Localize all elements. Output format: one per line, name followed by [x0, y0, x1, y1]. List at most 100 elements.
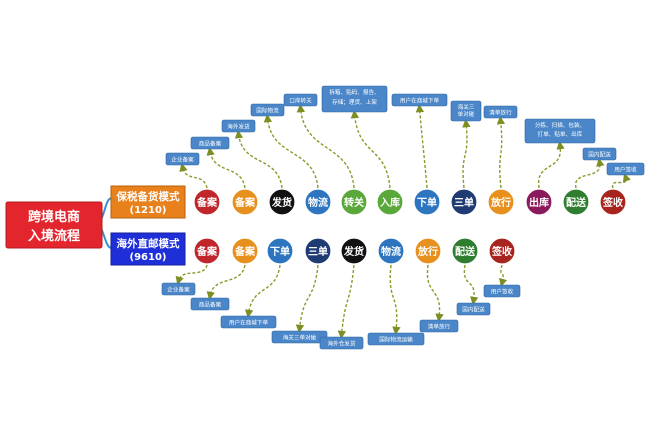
direct-step-circle [340, 237, 368, 265]
direct-step-1: 备案 [193, 237, 221, 265]
bonded-step-label: 签收 [602, 196, 623, 209]
direct-step-circle [231, 237, 259, 265]
bonded-note-3: 海外发货 [221, 119, 256, 133]
direct-step-circle [266, 237, 294, 265]
bonded-note-box [221, 119, 256, 133]
direct-step-4: 三单 [304, 237, 332, 265]
direct-note-connector-4 [295, 264, 319, 334]
bonded-step-circle [376, 188, 404, 216]
bonded-note-12: 用户签收 [606, 162, 645, 176]
bonded-note-connector-7 [415, 103, 428, 189]
bonded-note-4: 国际物流 [250, 103, 285, 117]
bonded-step-circle [268, 188, 296, 216]
bonded-note-11: 国内配送 [582, 147, 617, 161]
bonded-note-text: 商品备案 [199, 140, 222, 148]
direct-step-label: 三单 [308, 245, 328, 258]
direct-note-box [161, 282, 196, 296]
direct-note-8: 国内配送 [456, 302, 491, 316]
direct-note-text: 清单放行 [428, 323, 451, 331]
direct-note-text: 国际物流运输 [379, 336, 413, 344]
bonded-step-circle [599, 188, 627, 216]
root-title-line1: 跨境电商 [28, 209, 80, 225]
direct-step-9: 签收 [488, 237, 516, 265]
bonded-step-3: 发货 [268, 188, 296, 216]
bonded-note-box [606, 162, 645, 176]
direct-step-3: 下单 [266, 237, 294, 265]
direct-mail-mode-code: (9610) [130, 252, 167, 263]
bonded-step-label: 出库 [529, 196, 549, 209]
bonded-note-text: 海关三 [458, 103, 475, 111]
direct-mail-mode-node: 海外直邮模式 (9610) [110, 232, 186, 266]
bonded-note-text: 海外发货 [227, 123, 250, 131]
direct-step-7: 放行 [414, 237, 442, 265]
bonded-mode-title: 保税备货模式 [116, 190, 180, 203]
bonded-step-label: 配送 [566, 196, 587, 209]
bonded-step-11: 配送 [562, 188, 590, 216]
bonded-note-text: 口岸转关 [289, 97, 312, 105]
bonded-step-7: 下单 [413, 188, 441, 216]
bonded-step-2: 备案 [231, 188, 259, 216]
bonded-step-circle [193, 188, 221, 216]
bonded-step-6: 入库 [376, 188, 404, 216]
bonded-note-connector-4 [263, 113, 319, 189]
direct-step-label: 物流 [381, 245, 401, 258]
direct-note-text: 商品备案 [199, 301, 222, 309]
bonded-note-box [250, 103, 285, 117]
bonded-note-connector-10 [538, 140, 565, 189]
direct-note-1: 企业备案 [161, 282, 196, 296]
bonded-step-circle [487, 188, 515, 216]
direct-note-4: 海关三单对碰 [271, 330, 328, 344]
bonded-note-text: 分拣、扫描、包装、 [535, 121, 585, 129]
direct-step-circle [488, 237, 516, 265]
bonded-note-box [190, 136, 230, 150]
bonded-note-box [321, 85, 388, 113]
direct-step-6: 物流 [377, 237, 405, 265]
bonded-note-connector-2 [206, 146, 246, 189]
direct-step-label: 备案 [234, 245, 256, 258]
direct-step-label: 下单 [270, 245, 290, 258]
bonded-note-connector-1 [179, 162, 208, 189]
direct-step-label: 发货 [343, 245, 364, 258]
bonded-note-connector-3 [234, 129, 283, 189]
direct-step-circle [414, 237, 442, 265]
bonded-note-connector-12 [611, 173, 631, 189]
direct-step-8: 配送 [451, 237, 479, 265]
direct-step-circle [304, 237, 332, 265]
direct-note-2: 商品备案 [190, 297, 230, 311]
direct-note-box [319, 336, 364, 350]
direct-note-text: 企业备案 [167, 286, 190, 294]
bonded-step-circle [340, 188, 368, 216]
direct-mail-mode-title: 海外直邮模式 [117, 237, 180, 250]
direct-step-circle [451, 237, 479, 265]
direct-note-text: 海外仓发货 [328, 340, 356, 348]
bonded-note-box [524, 118, 596, 144]
bonded-step-circle [413, 188, 441, 216]
direct-note-connector-7 [426, 264, 444, 323]
bonded-step-5: 转关 [340, 188, 368, 216]
direct-step-label: 备案 [196, 245, 218, 258]
direct-note-connector-9 [499, 264, 508, 288]
bonded-note-text: 国际物流 [256, 107, 279, 115]
bonded-note-box [283, 93, 318, 107]
bonded-step-1: 备案 [193, 188, 221, 216]
direct-note-box [190, 297, 230, 311]
bonded-step-circle [231, 188, 259, 216]
direct-note-text: 用户签收 [491, 288, 514, 296]
bonded-note-6: 拆箱、贴码、报告、存储；理货、上架 [321, 85, 388, 113]
bonded-step-label: 转关 [344, 196, 364, 209]
bonded-note-text: 单对碰 [458, 110, 475, 118]
bonded-note-10: 分拣、扫描、包装、打单、贴单、出库 [524, 118, 596, 144]
direct-note-box [456, 302, 491, 316]
direct-note-text: 海关三单对碰 [283, 334, 317, 342]
bonded-note-8: 海关三单对碰 [450, 100, 482, 122]
direct-step-label: 签收 [491, 245, 512, 258]
bonded-step-10: 出库 [525, 188, 553, 216]
direct-note-box [220, 315, 277, 329]
bonded-step-label: 物流 [308, 196, 328, 209]
bonded-step-label: 入库 [380, 196, 400, 209]
bonded-step-4: 物流 [304, 188, 332, 216]
bonded-note-7: 用户在商城下单 [391, 93, 448, 107]
bonded-step-8: 三单 [450, 188, 478, 216]
direct-step-2: 备案 [231, 237, 259, 265]
